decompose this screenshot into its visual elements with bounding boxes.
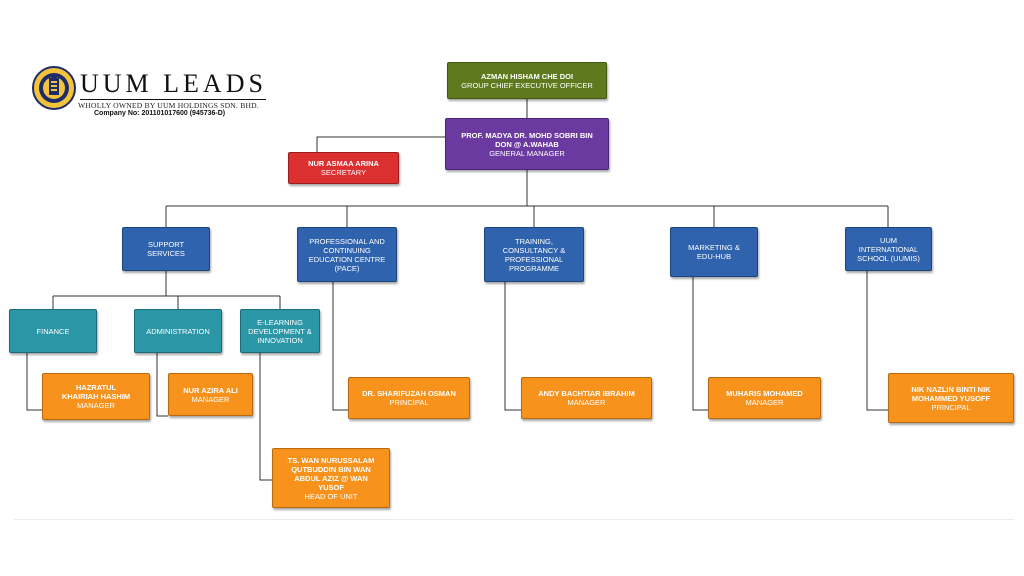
finance-manager-role: MANAGER bbox=[77, 401, 115, 410]
marketing-manager-name: MUHARIS MOHAMED bbox=[726, 389, 803, 398]
marketing-label: MARKETING & EDU-HUB bbox=[688, 243, 740, 261]
training-manager-name: ANDY BACHTIAR IBRAHIM bbox=[538, 389, 635, 398]
finance-box[interactable]: FINANCE bbox=[9, 309, 97, 353]
secretary-name: NUR ASMAA ARINA bbox=[308, 159, 379, 168]
brand-tagline: WHOLLY OWNED BY UUM HOLDINGS SDN. BHD. bbox=[78, 101, 259, 110]
pace-box[interactable]: PROFESSIONAL AND CONTINUING EDUCATION CE… bbox=[297, 227, 397, 282]
marketing-manager-box[interactable]: MUHARIS MOHAMED MANAGER bbox=[708, 377, 821, 419]
elearning-head-box[interactable]: TS. WAN NURUSSALAM QUTBUDDIN BIN WAN ABD… bbox=[272, 448, 390, 508]
support-services-label: SUPPORT SERVICES bbox=[147, 240, 185, 258]
elearning-label: E-LEARNING DEVELOPMENT & INNOVATION bbox=[248, 317, 312, 345]
brand-name: UUM LEADS bbox=[80, 69, 267, 98]
admin-manager-name: NUR AZIRA ALI bbox=[183, 385, 238, 395]
uum-leads-logo: UUM LEADS WHOLLY OWNED BY UUM HOLDINGS S… bbox=[32, 64, 272, 124]
general-manager-box[interactable]: PROF. MADYA DR. MOHD SOBRI BIN DON @ A.W… bbox=[445, 118, 609, 170]
finance-label: FINANCE bbox=[36, 326, 70, 336]
admin-manager-box[interactable]: NUR AZIRA ALI MANAGER bbox=[168, 373, 253, 416]
gceo-name: AZMAN HISHAM CHE DOI bbox=[480, 71, 574, 81]
training-label: TRAINING, CONSULTANCY & PROFESSIONAL PRO… bbox=[502, 236, 566, 273]
admin-manager-role: MANAGER bbox=[191, 394, 230, 404]
university-seal-icon bbox=[32, 66, 76, 110]
marketing-manager-role: MANAGER bbox=[745, 398, 784, 407]
company-number: Company No: 201101017600 (945736-D) bbox=[94, 110, 226, 117]
uumis-principal-name: NIK NAZLIN BINTI NIK MOHAMMED YUSOFF bbox=[911, 384, 991, 403]
training-box[interactable]: TRAINING, CONSULTANCY & PROFESSIONAL PRO… bbox=[484, 227, 584, 282]
pace-principal-role: PRINCIPAL bbox=[389, 398, 429, 407]
training-manager-box[interactable]: ANDY BACHTIAR IBRAHIM MANAGER bbox=[521, 377, 652, 419]
secretary-box[interactable]: NUR ASMAA ARINA SECRETARY bbox=[288, 152, 399, 184]
gceo-role: GROUP CHIEF EXECUTIVE OFFICER bbox=[461, 80, 593, 90]
general-manager-name: PROF. MADYA DR. MOHD SOBRI BIN DON @ A.W… bbox=[461, 130, 593, 149]
administration-box[interactable]: ADMINISTRATION bbox=[134, 309, 222, 353]
slide-bottom-divider bbox=[14, 519, 1014, 520]
uumis-principal-box[interactable]: NIK NAZLIN BINTI NIK MOHAMMED YUSOFF PRI… bbox=[888, 373, 1014, 423]
uumis-box[interactable]: UUM INTERNATIONAL SCHOOL (UUMIS) bbox=[845, 227, 932, 271]
pace-principal-box[interactable]: DR. SHARIFUZAH OSMAN PRINCIPAL bbox=[348, 377, 470, 419]
pace-label: PROFESSIONAL AND CONTINUING EDUCATION CE… bbox=[308, 236, 386, 273]
finance-manager-box[interactable]: HAZRATUL KHAIRIAH HASHIM MANAGER bbox=[42, 373, 150, 420]
uumis-principal-role: PRINCIPAL bbox=[931, 402, 971, 412]
secretary-role: SECRETARY bbox=[320, 168, 367, 177]
general-manager-role: GENERAL MANAGER bbox=[489, 148, 565, 158]
elearning-head-name: TS. WAN NURUSSALAM QUTBUDDIN BIN WAN ABD… bbox=[287, 455, 375, 492]
uumis-label: UUM INTERNATIONAL SCHOOL (UUMIS) bbox=[857, 235, 920, 263]
elearning-box[interactable]: E-LEARNING DEVELOPMENT & INNOVATION bbox=[240, 309, 320, 353]
finance-manager-name: HAZRATUL KHAIRIAH HASHIM bbox=[61, 383, 131, 401]
marketing-box[interactable]: MARKETING & EDU-HUB bbox=[670, 227, 758, 277]
gceo-box[interactable]: AZMAN HISHAM CHE DOI GROUP CHIEF EXECUTI… bbox=[447, 62, 607, 99]
support-services-box[interactable]: SUPPORT SERVICES bbox=[122, 227, 210, 271]
pace-principal-name: DR. SHARIFUZAH OSMAN bbox=[362, 389, 456, 398]
elearning-head-role: HEAD OF UNIT bbox=[304, 491, 358, 501]
administration-label: ADMINISTRATION bbox=[146, 326, 210, 336]
brand-rule bbox=[80, 99, 266, 100]
training-manager-role: MANAGER bbox=[567, 398, 606, 407]
